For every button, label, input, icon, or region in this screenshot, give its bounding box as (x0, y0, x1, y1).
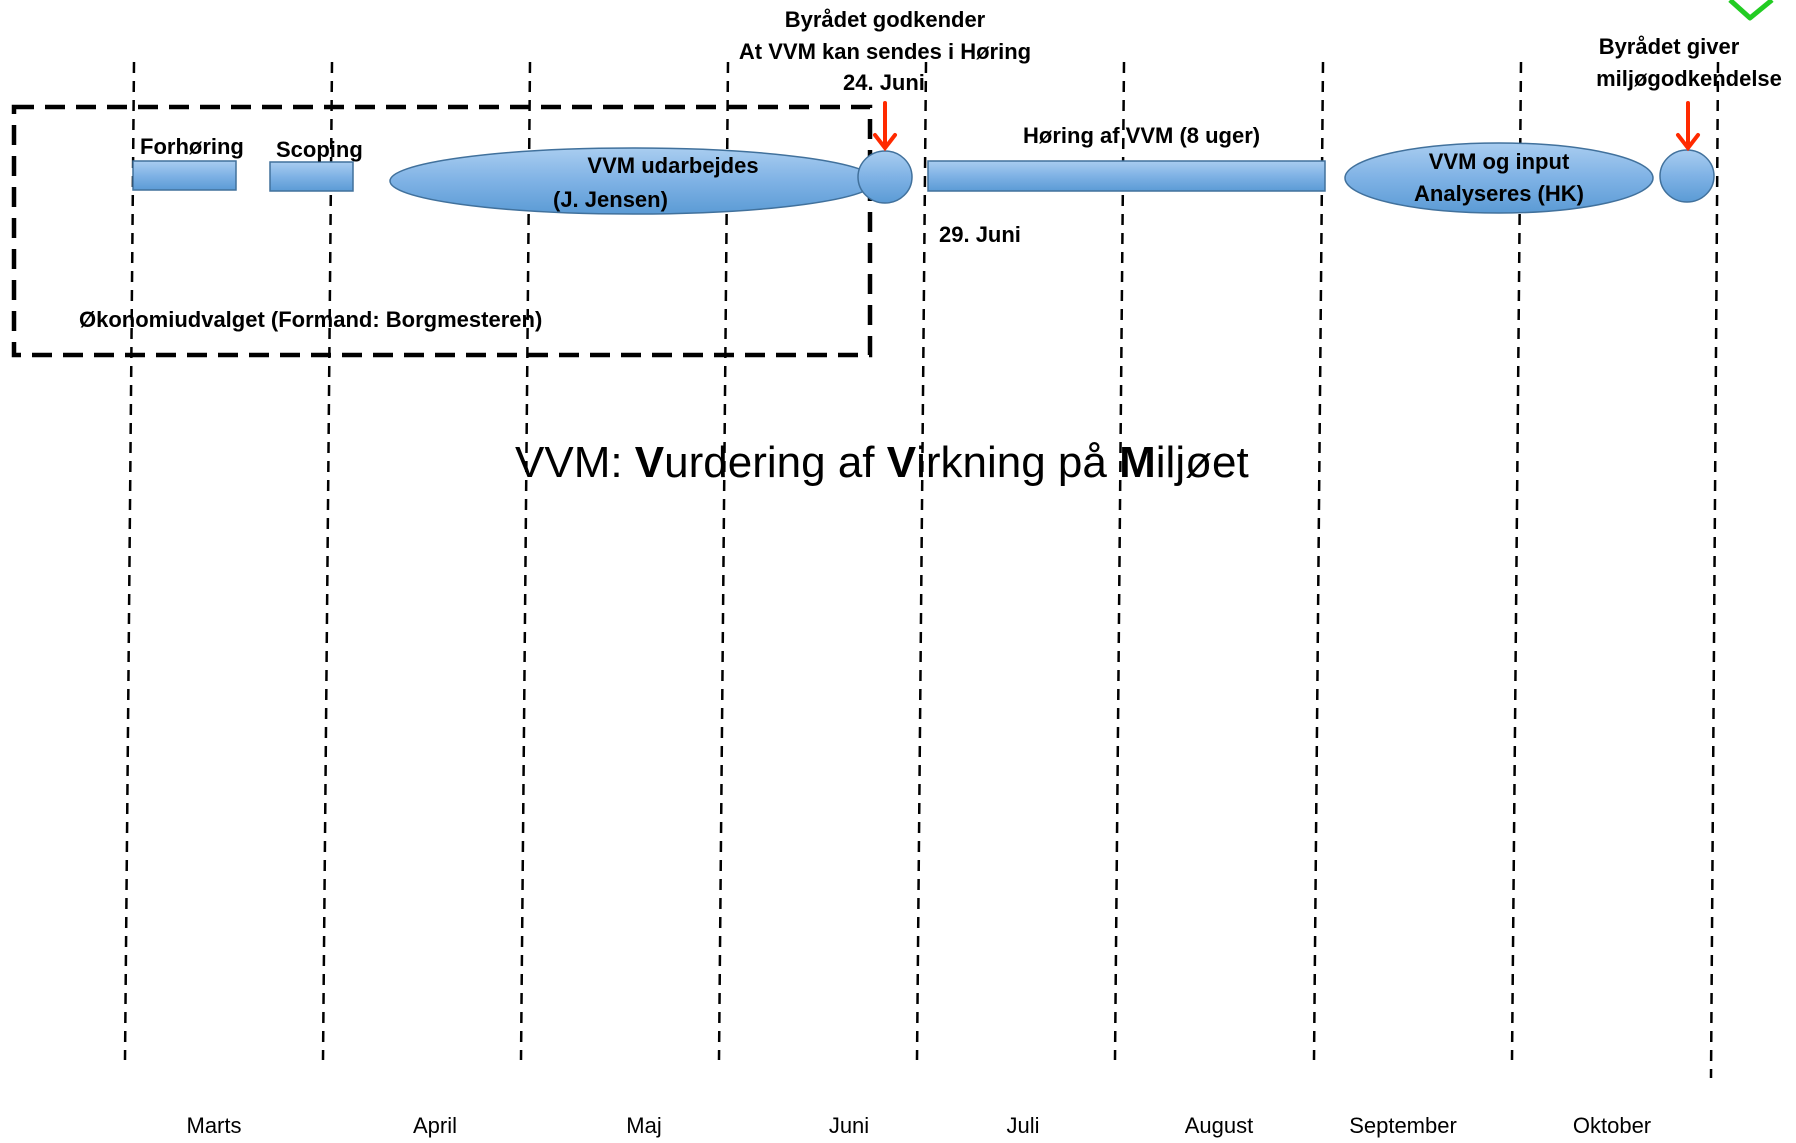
title-bold-letter: V (634, 438, 665, 487)
date-label-24-juni: 24. Juni (843, 70, 925, 95)
byraadet-giver-line1: Byrådet giver (1598, 34, 1740, 59)
month-dividers (123, 61, 1720, 1079)
scoping-bar (269, 161, 354, 192)
month-label-september: September (1349, 1113, 1457, 1138)
scoping-label: Scoping (276, 137, 363, 162)
forhoering-bar (132, 160, 237, 191)
title-prefix: VVM: (515, 438, 635, 487)
divider-line (1113, 61, 1126, 1061)
month-label-marts: Marts (186, 1113, 242, 1138)
arrow-down-icon (873, 101, 897, 152)
milestone-circle-oktober (1659, 149, 1715, 203)
month-label-august: August (1184, 1113, 1254, 1138)
title-bold-letter: V (886, 438, 917, 487)
divider-line (717, 61, 730, 1061)
title-word-part: urdering af (664, 438, 887, 487)
vvm-udarbejdes-line2: (J. Jensen) (553, 187, 668, 212)
hoering-label: Høring af VVM (8 uger) (1023, 123, 1261, 148)
vvm-udarbejdes-line1: VVM udarbejdes (587, 153, 759, 178)
byraadet-godkender-line1: Byrådet godkender (784, 7, 986, 32)
title-word-part: iljøet (1155, 438, 1249, 487)
month-label-oktober: Oktober (1572, 1113, 1652, 1138)
divider-line (123, 61, 136, 1061)
divider-line (519, 61, 532, 1061)
page-title: VVM: Vurdering af Virkning på Miljøet (515, 438, 1249, 488)
month-label-april: April (412, 1113, 458, 1138)
divider-line (321, 61, 334, 1061)
hoering-bar (927, 160, 1326, 192)
divider-line (915, 61, 928, 1061)
divider-line (1709, 61, 1720, 1079)
arrow-down-icon (1676, 101, 1700, 152)
okonomiudvalget-box (11, 104, 873, 358)
divider-line (1312, 61, 1325, 1061)
month-label-juni: Juni (828, 1113, 870, 1138)
month-label-maj: Maj (626, 1113, 662, 1138)
milestone-circle-juni (857, 150, 913, 204)
date-label-29-juni: 29. Juni (939, 222, 1021, 247)
checkmark-icon (1728, 0, 1774, 21)
okonomiudvalget-label: Økonomiudvalget (Formand: Borgmesteren) (79, 307, 543, 332)
title-word-part: irkning på (916, 438, 1120, 487)
title-bold-letter: M (1119, 438, 1156, 487)
divider-line (1510, 61, 1523, 1061)
forhoering-label: Forhøring (140, 134, 244, 159)
month-label-juli: Juli (1006, 1113, 1040, 1138)
byraadet-godkender-line2: At VVM kan sendes i Høring (738, 39, 1032, 64)
vvm-input-line1: VVM og input (1428, 149, 1570, 174)
vvm-udarbejdes-label: VVM udarbejdes (533, 150, 813, 182)
byraadet-giver-line2: miljøgodkendelse (1596, 66, 1782, 91)
vvm-input-line2: Analyseres (HK) (1414, 181, 1584, 206)
vvm-input-ellipse (1344, 142, 1654, 214)
